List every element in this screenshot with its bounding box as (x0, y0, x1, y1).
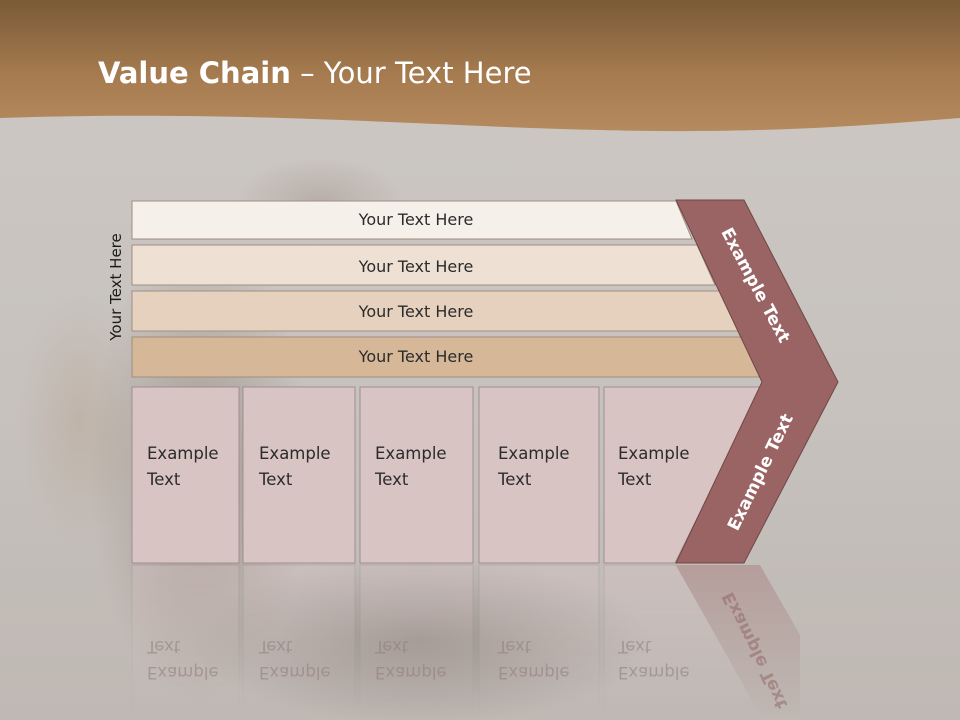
row-label-1: Your Text Here (358, 210, 474, 229)
activity-box-2-line2: Text (258, 470, 293, 489)
reflection-box-2-line2: Text (258, 637, 293, 656)
reflection-group (131, 564, 800, 716)
title-rest: – Your Text Here (290, 56, 532, 90)
row-bar-1 (131, 200, 693, 240)
reflection-box-3-line2: Text (374, 637, 409, 656)
activity-box-4 (478, 386, 600, 564)
reflection-box (359, 564, 474, 716)
reflection-box-4-line2: Text (497, 637, 532, 656)
activity-box-1 (131, 386, 240, 564)
reflection-box-5-line1: Example (618, 663, 690, 682)
activity-box-4-line1: Example (498, 444, 570, 463)
reflection-box-5-line2: Text (617, 637, 652, 656)
reflection-box-1-line2: Text (146, 637, 181, 656)
activity-box-4-line2: Text (497, 470, 532, 489)
activity-box-5 (603, 386, 763, 564)
reflection-box (131, 564, 240, 716)
reflection-box-2-line1: Example (259, 663, 331, 682)
reflection-box (242, 564, 356, 716)
activity-box-1-line2: Text (146, 470, 181, 489)
activity-box-3 (359, 386, 474, 564)
row-bar-2 (131, 244, 716, 286)
activity-box-1-line1: Example (147, 444, 219, 463)
row-label-2: Your Text Here (358, 257, 474, 276)
title-bold: Value Chain (98, 56, 291, 90)
margin-chevron (675, 199, 839, 564)
row-label-3: Your Text Here (358, 302, 474, 321)
activity-box-3-line1: Example (375, 444, 447, 463)
activity-box-2-line1: Example (259, 444, 331, 463)
row-label-4: Your Text Here (358, 347, 474, 366)
activity-box-5-line1: Example (618, 444, 690, 463)
activity-box-5-line2: Text (617, 470, 652, 489)
header-band (0, 0, 960, 132)
reflection-box-1-line1: Example (147, 663, 219, 682)
reflection-box-3-line1: Example (375, 663, 447, 682)
reflection-box-4-line1: Example (498, 663, 570, 682)
activity-box-3-line2: Text (374, 470, 409, 489)
reflection-chevron (676, 565, 800, 715)
reflection-box (478, 564, 600, 716)
activity-box-2 (242, 386, 356, 564)
slide-title: Value Chain – Your Text Here (98, 55, 532, 91)
